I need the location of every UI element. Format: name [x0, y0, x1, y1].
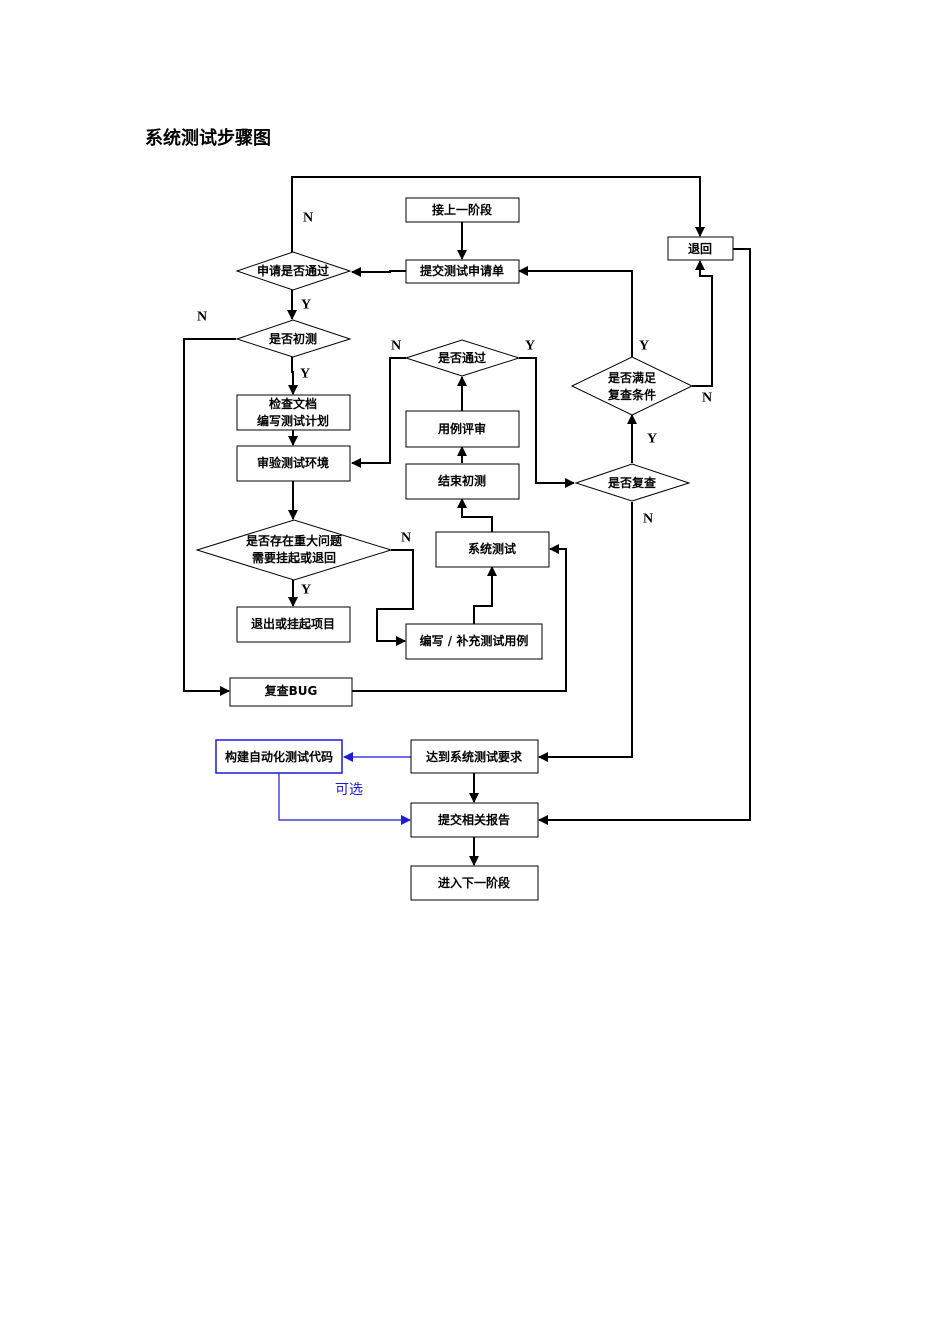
diamond-request-passed	[235, 251, 352, 291]
box-verify-env	[236, 445, 351, 482]
diamond-meets-retest	[570, 356, 694, 416]
branch-issue-n: N	[401, 531, 411, 546]
branch-retest-y: Y	[647, 432, 657, 447]
decision-diamonds	[195, 251, 694, 581]
box-build-auto	[215, 739, 343, 774]
label-meets-retest-2: 复查条件	[607, 387, 656, 402]
box-system-test	[435, 531, 550, 568]
label-system-test: 系统测试	[468, 541, 516, 556]
label-request-passed: 申请是否通过	[257, 263, 329, 278]
branch-retest-n: N	[643, 512, 653, 527]
box-next-stage	[410, 865, 539, 901]
label-next-stage: 进入下一阶段	[438, 875, 511, 890]
edge-initial-n-to-bug	[183, 338, 236, 696]
label-exit-or-suspend: 退出或挂起项目	[251, 616, 335, 631]
edge-meets-y-to-submit	[518, 266, 633, 357]
diamond-major-issue	[195, 519, 393, 581]
label-meets-retest-1: 是否满足	[607, 370, 656, 385]
edge-request-n-to-return	[291, 176, 705, 252]
diamond-is-passed	[404, 339, 521, 377]
box-end-initial	[405, 463, 520, 500]
edge-initial-y-to-check	[288, 357, 298, 395]
diamond-is-retest	[574, 463, 691, 502]
label-verify-env: 审验测试环境	[257, 455, 329, 470]
box-check-docs	[236, 394, 351, 431]
process-boxes	[229, 197, 734, 901]
label-submit-request: 提交测试申请单	[420, 263, 504, 278]
branch-request-y: Y	[301, 298, 311, 313]
box-reach-req	[410, 739, 539, 774]
edge-bug-to-systest	[352, 544, 567, 692]
branch-passed-n: N	[391, 339, 401, 354]
label-build-auto: 构建自动化测试代码	[225, 749, 333, 764]
branch-meets-y: Y	[639, 339, 649, 354]
box-return	[667, 236, 734, 261]
branch-request-n: N	[303, 211, 313, 226]
box-submit-request	[405, 259, 520, 284]
branch-initial-n: N	[197, 310, 207, 325]
branch-passed-y: Y	[525, 339, 535, 354]
label-review-bug: 复查BUG	[264, 683, 318, 698]
label-write-cases: 编写 / 补充测试用例	[419, 633, 529, 648]
connectors	[183, 176, 751, 866]
edge-submit-to-request	[351, 267, 406, 277]
box-submit-report	[410, 802, 539, 838]
label-check-docs-2: 编写测试计划	[256, 413, 329, 428]
edge-passed-y-to-retest	[519, 357, 575, 488]
page-title: 系统测试步骤图	[145, 128, 271, 149]
box-prev-stage	[405, 197, 520, 223]
edge-return-to-report	[538, 248, 751, 825]
label-is-initial: 是否初测	[268, 331, 317, 346]
label-major-issue-1: 是否存在重大问题	[245, 533, 343, 548]
label-major-issue-2: 需要挂起或退回	[252, 550, 336, 565]
branch-issue-y: Y	[301, 583, 311, 598]
label-check-docs-1: 检查文档	[269, 396, 317, 411]
label-return: 退回	[688, 242, 712, 256]
box-exit-or-suspend	[236, 606, 351, 643]
label-reach-req: 达到系统测试要求	[426, 749, 523, 764]
edge-passed-n-to-verify	[351, 357, 406, 468]
label-prev-stage: 接上一阶段	[432, 202, 493, 217]
label-is-passed: 是否通过	[437, 350, 486, 365]
edge-auto-to-report	[278, 773, 411, 825]
edge-systest-to-end	[457, 498, 493, 532]
box-review-bug	[229, 677, 353, 707]
branch-initial-y: Y	[300, 367, 310, 382]
node-labels: 接上一阶段 提交测试申请单 申请是否通过 是否初测 检查文档 编写测试计划 审验…	[225, 202, 712, 890]
box-case-review	[405, 410, 520, 448]
label-is-retest: 是否复查	[607, 475, 657, 490]
edge-write-to-systest	[473, 566, 497, 624]
edge-meets-n-to-return	[692, 260, 713, 387]
label-submit-report: 提交相关报告	[438, 812, 510, 827]
branch-labels: N Y N Y N Y Y N Y N N Y 可选	[197, 211, 712, 799]
edge-issue-n-to-write	[376, 549, 414, 646]
box-write-cases	[405, 623, 543, 660]
diamond-is-initial	[235, 319, 352, 358]
branch-meets-n: N	[702, 391, 712, 406]
label-end-initial: 结束初测	[438, 473, 486, 488]
edge-retest-n-to-reach	[538, 502, 633, 762]
optional-connectors	[278, 752, 411, 825]
label-case-review: 用例评审	[437, 421, 486, 436]
optional-label: 可选	[335, 782, 363, 798]
